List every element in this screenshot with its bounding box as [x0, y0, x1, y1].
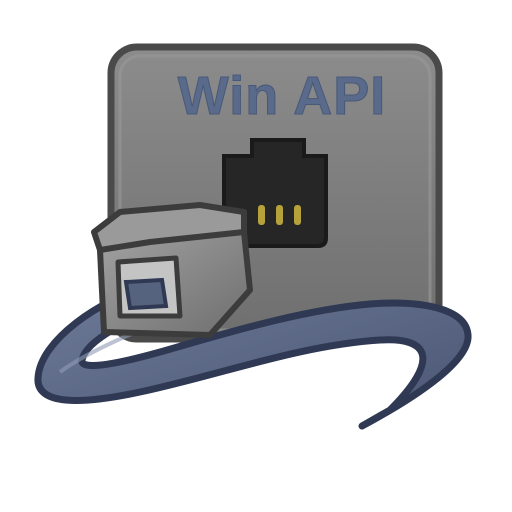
plug-cable-entry — [123, 277, 169, 311]
port-pin — [294, 205, 301, 225]
rj45-plug — [91, 202, 253, 338]
port-pin — [276, 205, 283, 225]
port-pin — [258, 205, 265, 225]
ethernet-port — [222, 138, 328, 248]
plate-label: Win API — [178, 66, 387, 126]
cable-body — [34, 281, 472, 430]
